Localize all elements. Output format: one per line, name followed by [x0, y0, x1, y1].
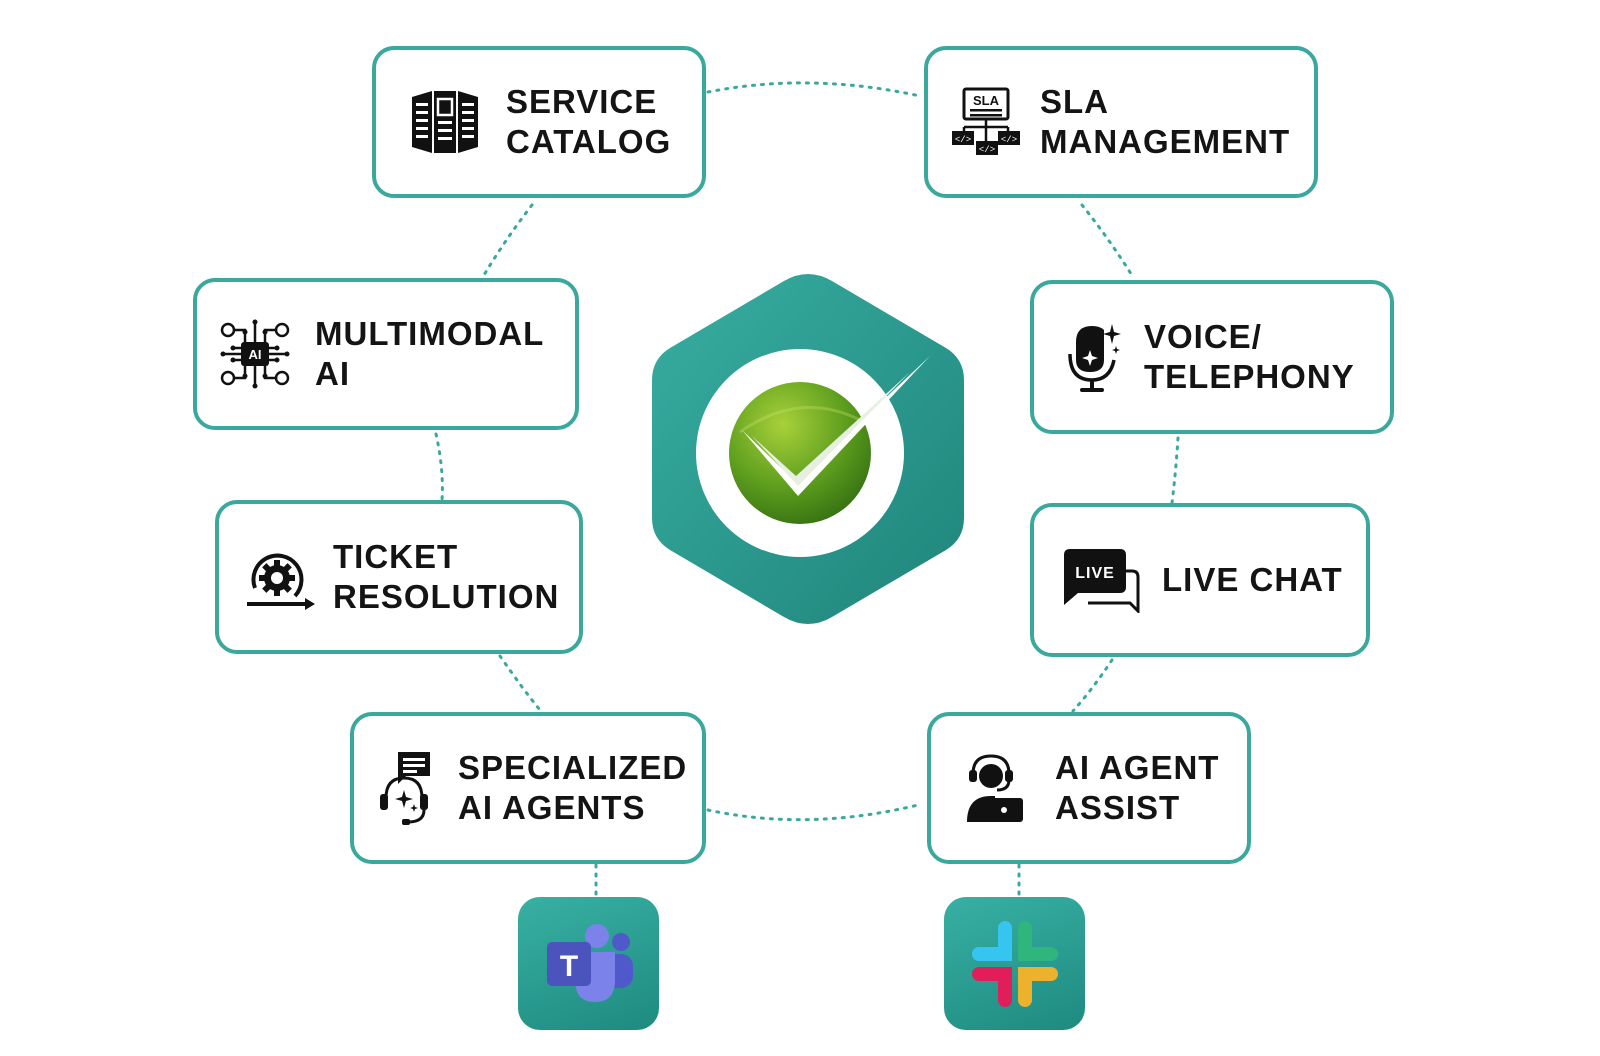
slack-app-tile[interactable]: [944, 897, 1085, 1030]
card-ticket-resolution: TICKET RESOLUTION: [215, 500, 583, 654]
svg-text:</>: </>: [955, 135, 971, 145]
card-label-line1: MULTIMODAL: [315, 315, 545, 352]
card-service-catalog: SERVICE CATALOG: [372, 46, 706, 198]
card-label-line2: MANAGEMENT: [1040, 123, 1291, 160]
card-live-chat: LIVE LIVE CHAT: [1030, 503, 1370, 657]
live-chat-bubble-icon: LIVE: [1062, 547, 1142, 613]
live-icon-text: LIVE: [1075, 565, 1115, 582]
card-label-line2: RESOLUTION: [333, 578, 560, 615]
card-label: SPECIALIZED AI AGENTS: [458, 748, 687, 828]
card-label-line1: SLA: [1040, 83, 1109, 120]
sla-icon-text: SLA: [973, 93, 1000, 108]
connector-sla-voice: [1080, 203, 1135, 279]
card-label-line2: AI AGENTS: [458, 789, 646, 826]
gear-cycle-icon: [243, 544, 319, 610]
teams-letter: T: [559, 950, 577, 983]
connector-voice-live: [1170, 436, 1180, 505]
catalog-brochure-icon: [410, 87, 480, 157]
agent-headset-chat-icon: [376, 750, 432, 826]
card-label-line1: SERVICE: [506, 83, 658, 120]
card-label: LIVE CHAT: [1162, 560, 1343, 600]
card-label: VOICE/ TELEPHONY: [1144, 317, 1355, 397]
card-sla-management: SLA </> </> </> SLA MANAGEMENT: [924, 46, 1318, 198]
card-specialized-ai-agents: SPECIALIZED AI AGENTS: [350, 712, 706, 864]
teams-app-tile[interactable]: T: [518, 897, 659, 1030]
central-hub: [648, 270, 968, 628]
card-label: MULTIMODAL AI: [315, 314, 544, 394]
card-voice-telephony: VOICE/ TELEPHONY: [1030, 280, 1394, 434]
card-label-line1: TICKET: [333, 538, 459, 575]
card-label: AI AGENT ASSIST: [1055, 748, 1219, 828]
connector-live-assist: [1071, 658, 1114, 713]
sla-document-icon: SLA </> </> </>: [950, 87, 1022, 157]
card-label-line1: LIVE CHAT: [1162, 561, 1343, 598]
card-label-line2: CATALOG: [506, 123, 672, 160]
connector-catalog-multimodal: [482, 203, 534, 277]
microphone-sparkle-icon: [1066, 320, 1122, 394]
agent-laptop-icon: [965, 752, 1025, 824]
microsoft-teams-icon: T: [546, 923, 633, 1002]
card-label-line2: AI: [315, 355, 350, 392]
card-label-line1: SPECIALIZED: [458, 749, 688, 786]
connector-multimodal-ticket: [434, 432, 444, 502]
card-label: SLA MANAGEMENT: [1040, 82, 1290, 162]
card-label-line2: ASSIST: [1055, 789, 1181, 826]
connector-catalog-sla: [706, 81, 922, 98]
connector-specialized-assist: [706, 802, 924, 822]
svg-text:</>: </>: [1001, 135, 1017, 145]
card-ai-agent-assist: AI AGENT ASSIST: [927, 712, 1251, 864]
connector-ticket-specialized: [498, 654, 542, 712]
slack-icon: [971, 920, 1058, 1007]
card-label-line2: TELEPHONY: [1144, 358, 1355, 395]
card-label: TICKET RESOLUTION: [333, 537, 559, 617]
ai-chip-text: AI: [249, 347, 262, 362]
card-label-line1: AI AGENT: [1055, 749, 1220, 786]
card-multimodal-ai: AI MULTIMODAL AI: [193, 278, 579, 430]
ai-chip-icon: AI: [219, 318, 291, 390]
card-label-line1: VOICE/: [1144, 318, 1262, 355]
card-label: SERVICE CATALOG: [506, 82, 671, 162]
svg-text:</>: </>: [979, 145, 995, 155]
checkmark-logo-icon: [652, 274, 964, 624]
